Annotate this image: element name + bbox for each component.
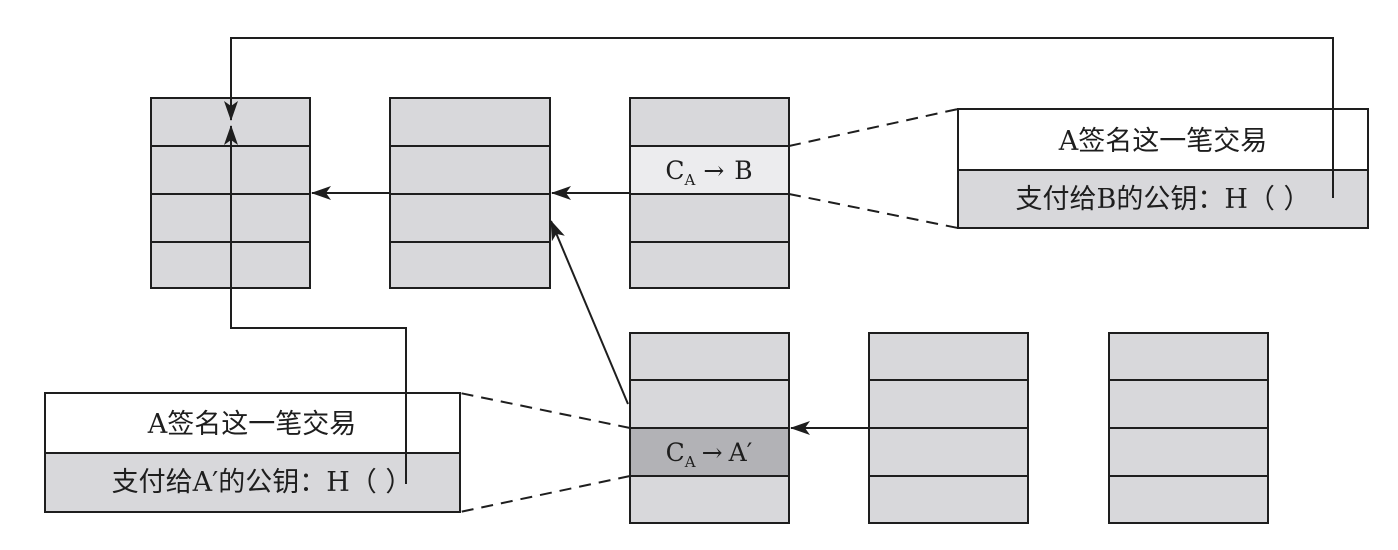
- block-4: [629, 332, 790, 524]
- tx-top-arrow: →: [703, 156, 724, 185]
- block-2: [389, 97, 551, 289]
- tx-bottom-arrow: →: [702, 438, 723, 467]
- callout-bottom-upper: [459, 392, 631, 429]
- block-6: [1108, 332, 1269, 524]
- signature-note-top: A签名这一笔交易 支付给B的公钥：H（ ）: [957, 108, 1369, 229]
- signature-note-bottom: A签名这一笔交易 支付给A′的公钥：H（ ）: [44, 392, 461, 513]
- tx-top-recipient: B: [734, 156, 752, 185]
- arrow-block4-to-block2: [550, 220, 629, 405]
- note-top-body: 支付给B的公钥：H（ ）: [1016, 184, 1311, 215]
- callout-top-lower: [788, 193, 959, 229]
- hash-pointer-bottom: [224, 125, 407, 484]
- note-top-title: A签名这一笔交易: [1058, 126, 1268, 157]
- block-5: [868, 332, 1029, 524]
- tx-cell-to-a-prime: [629, 427, 790, 477]
- hash-pointer-top: [224, 37, 1334, 198]
- note-bottom-body: 支付给A′的公钥：H（ ）: [112, 467, 413, 498]
- tx-bottom-sender-sub: A: [684, 453, 696, 471]
- callout-bottom-lower: [459, 475, 631, 513]
- tx-bottom-sender: C: [666, 438, 685, 467]
- tx-top-sender-sub: A: [683, 171, 695, 189]
- block-3: [629, 97, 790, 289]
- tx-top-sender: C: [665, 156, 684, 185]
- tx-label-to-b: CA → B: [665, 156, 752, 189]
- note-bottom-title: A签名这一笔交易: [147, 409, 357, 440]
- tx-label-to-a-prime: CA →A′: [666, 438, 753, 471]
- tx-bottom-recipient: A′: [728, 438, 753, 467]
- callout-top-upper: [788, 108, 959, 147]
